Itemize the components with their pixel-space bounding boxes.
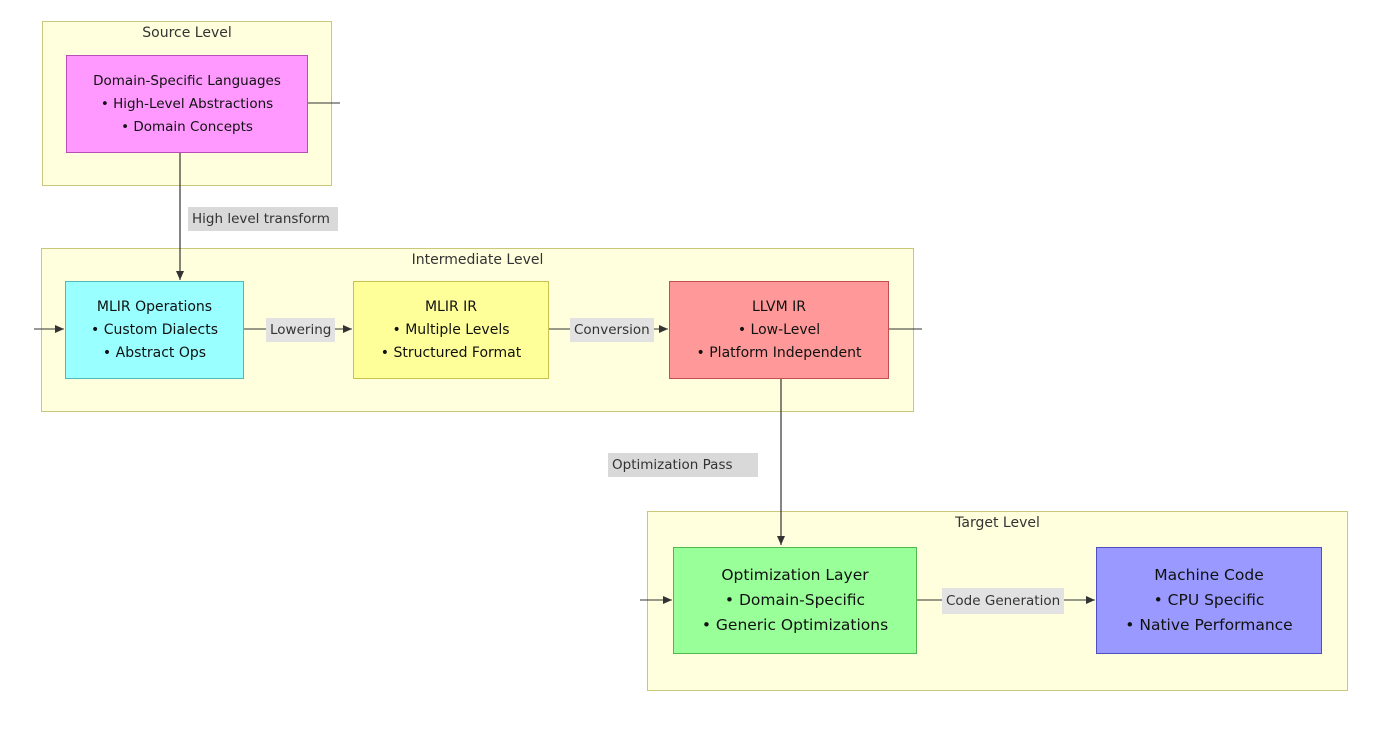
node-title: MLIR IR bbox=[424, 298, 478, 315]
group-title-target: Target Level bbox=[955, 515, 1040, 531]
edge-label-conversion: Conversion bbox=[570, 318, 654, 342]
node-optimization-layer: Optimization Layer • Domain-Specific • G… bbox=[673, 547, 917, 654]
edge-label-code-generation: Code Generation bbox=[942, 588, 1065, 614]
node-line: • Platform Independent bbox=[696, 344, 862, 361]
node-line: • Native Performance bbox=[1125, 616, 1293, 634]
node-mlir-operations: MLIR Operations • Custom Dialects • Abst… bbox=[65, 281, 244, 379]
edge-label-optimization-pass: Optimization Pass bbox=[608, 453, 758, 477]
node-line: • High-Level Abstractions bbox=[100, 95, 274, 112]
node-mlir-ir: MLIR IR • Multiple Levels • Structured F… bbox=[353, 281, 549, 379]
node-line: • Custom Dialects bbox=[90, 321, 219, 338]
node-title: LLVM IR bbox=[751, 298, 807, 315]
node-line: • Multiple Levels bbox=[392, 321, 510, 338]
group-title-intermediate: Intermediate Level bbox=[411, 252, 544, 268]
node-title: MLIR Operations bbox=[96, 298, 213, 315]
node-title: Domain-Specific Languages bbox=[93, 72, 281, 89]
edge-label-high-level-transform: High level transform bbox=[188, 207, 338, 231]
node-line: • Generic Optimizations bbox=[701, 616, 889, 634]
node-line: • Domain-Specific bbox=[724, 591, 866, 609]
node-llvm-ir: LLVM IR • Low-Level • Platform Independe… bbox=[669, 281, 889, 379]
node-line: • Domain Concepts bbox=[121, 118, 253, 135]
edge-label-lowering: Lowering bbox=[266, 318, 336, 342]
node-line: • Low-Level bbox=[737, 321, 821, 338]
node-title: Optimization Layer bbox=[721, 566, 869, 584]
node-domain-specific-languages: Domain-Specific Languages • High-Level A… bbox=[66, 55, 308, 153]
node-line: • Abstract Ops bbox=[102, 344, 207, 361]
node-line: • Structured Format bbox=[380, 344, 522, 361]
node-title: Machine Code bbox=[1154, 566, 1264, 584]
node-line: • CPU Specific bbox=[1153, 591, 1265, 609]
group-title-source: Source Level bbox=[142, 25, 232, 41]
node-machine-code: Machine Code • CPU Specific • Native Per… bbox=[1096, 547, 1322, 654]
